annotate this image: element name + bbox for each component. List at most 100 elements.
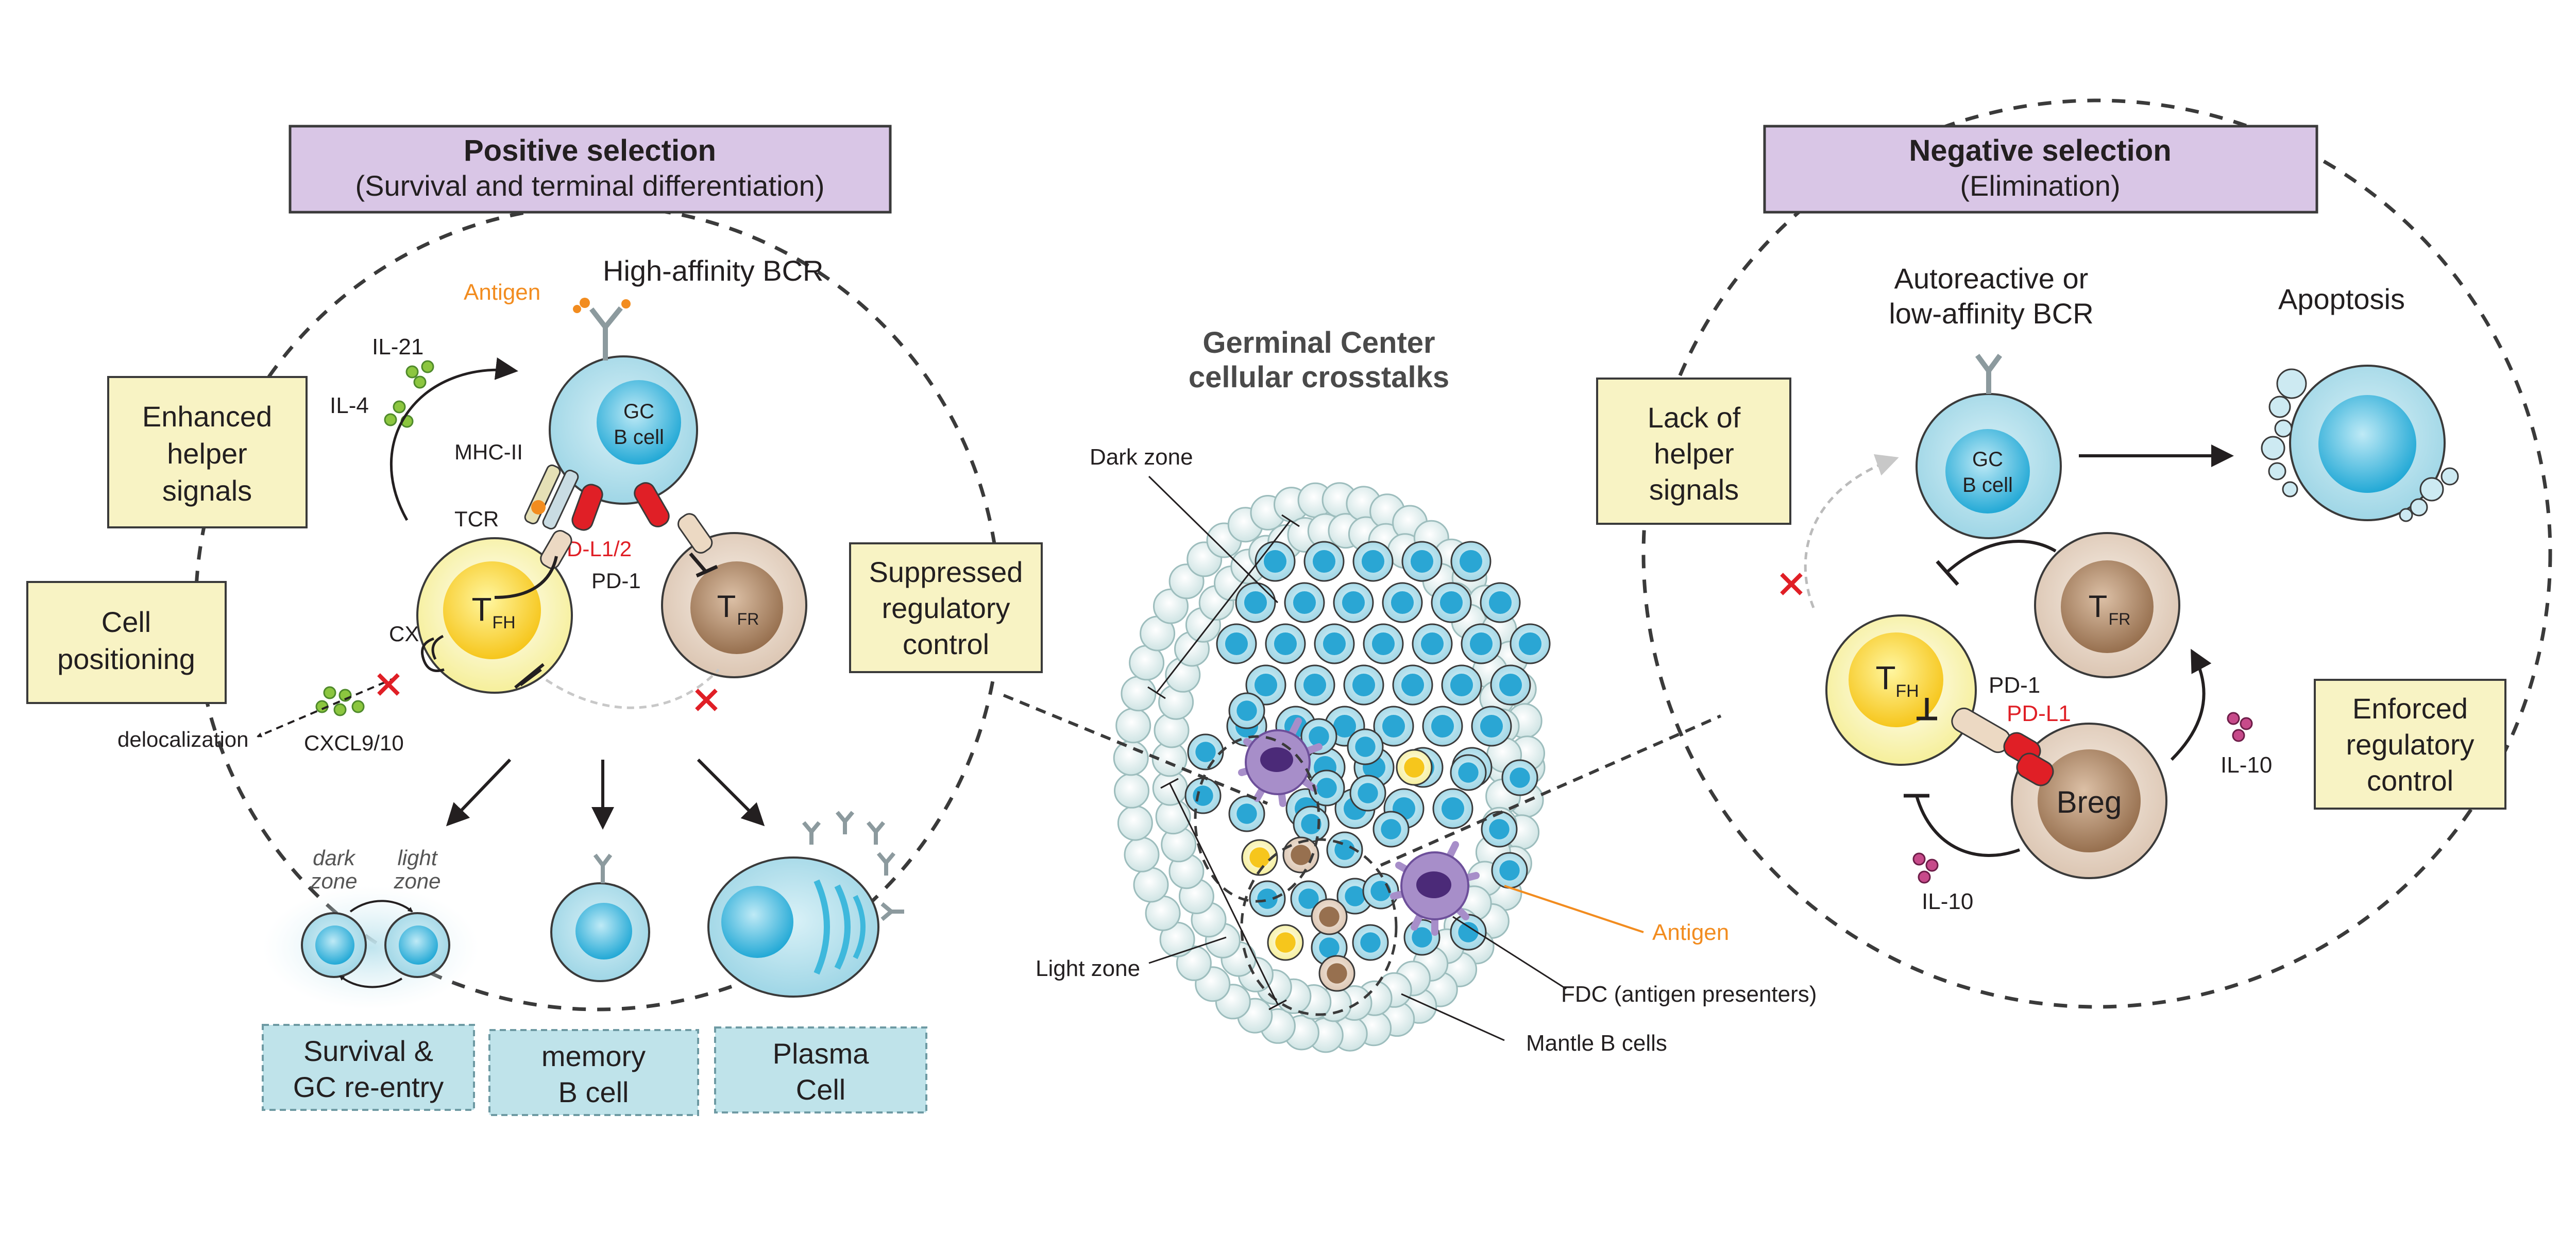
svg-text:FR: FR: [2109, 610, 2131, 628]
il21-dots: [405, 360, 434, 389]
dark-zone-b-cell: [1373, 706, 1414, 747]
il21-label: IL-21: [372, 334, 423, 359]
dark-zone-b-cell: [1461, 623, 1502, 664]
light-zone-b-cell: [1293, 805, 1330, 843]
high-affinity-label: High-affinity BCR: [603, 254, 823, 287]
svg-text:T: T: [717, 589, 736, 624]
enforced-line3: control: [2367, 764, 2453, 797]
gc-b-cell-positive: GC B cell: [549, 355, 698, 505]
suppressed-line1: Suppressed: [869, 556, 1023, 588]
svg-text:Breg: Breg: [2057, 785, 2122, 819]
dark-zone-cells: [1216, 541, 1551, 829]
dark-zone-b-cell: [1510, 623, 1551, 664]
il4-dots: [384, 400, 414, 428]
tfr-cell-negative: T FR: [2034, 532, 2180, 678]
light-zone-b-cell: [1349, 775, 1386, 812]
light-zone-b-cell: [1501, 759, 1538, 796]
suppressed-box: [849, 542, 1043, 673]
dark-zone-b-cell: [1432, 788, 1473, 829]
autoreactive-line1: Autoreactive or: [1894, 262, 2089, 295]
light-zone-small-1: light: [397, 846, 438, 870]
memory-b-cell: [550, 853, 650, 982]
center-title-1: Germinal Center: [1202, 326, 1435, 359]
enforced-box: [2314, 679, 2506, 810]
cytokine-arrow: [390, 357, 518, 521]
cxcl-dots: [315, 686, 365, 716]
cell-pos-line1: Cell: [101, 606, 151, 638]
svg-text:FH: FH: [1895, 681, 1919, 701]
negative-title-box: [1763, 125, 2318, 214]
memory-line1: memory: [541, 1040, 646, 1072]
dark-zone-b-cell: [1412, 623, 1453, 664]
mantle-b-cell: [1121, 676, 1157, 712]
plasma-line2: Cell: [796, 1073, 845, 1106]
light-zone-small-2: zone: [393, 869, 440, 893]
enhanced-line3: signals: [162, 474, 252, 507]
dark-zone-b-cell: [1216, 623, 1257, 664]
enhanced-helper-box: [107, 376, 308, 528]
dark-zone-b-cell: [1314, 623, 1355, 664]
light-zone-b-cell: [1300, 718, 1337, 755]
positive-title: Positive selection: [464, 134, 716, 167]
light-zone-b-cell: [1372, 811, 1410, 848]
tfr-dashed-arrow: [545, 669, 720, 709]
mantle-b-cell: [1124, 836, 1160, 872]
antigen-icon: [573, 298, 631, 313]
dark-zone-b-cell: [1245, 664, 1286, 706]
il10-label-bottom: IL-10: [1922, 889, 1973, 914]
cell-positioning-box: [26, 581, 227, 704]
light-zone-b-cell: [1249, 880, 1286, 917]
mhc2-label: MHC-II: [454, 440, 523, 464]
lack-line3: signals: [1649, 473, 1739, 506]
negative-subtitle: (Elimination): [1960, 169, 2120, 202]
dark-zone-b-cell: [1441, 664, 1482, 706]
svg-text:T: T: [471, 591, 492, 628]
svg-text:FH: FH: [492, 613, 515, 632]
pd1-label: PD-1: [591, 569, 641, 593]
dark-zone-small-1: dark: [313, 846, 356, 870]
svg-text:B cell: B cell: [1962, 474, 2013, 496]
lack-dashed-arrow: [1804, 454, 1899, 608]
pd1-pdl1-synapse: [1951, 707, 2054, 786]
negative-title: Negative selection: [1909, 134, 2171, 167]
negative-selection-panel: Negative selection (Elimination) Autorea…: [1596, 98, 2552, 1009]
light-zone-b-cell: [1228, 795, 1265, 832]
memory-line2: B cell: [558, 1076, 629, 1108]
germinal-center-panel: Germinal Center cellular crosstalks Dark…: [849, 326, 1817, 1056]
delocalization-label: delocalization: [117, 727, 249, 751]
pdl-ligands: [571, 482, 670, 531]
enhanced-line1: Enhanced: [142, 400, 272, 433]
dark-zone-b-cell: [1422, 706, 1463, 747]
dark-zone-b-cell: [1284, 582, 1325, 623]
neg-pdl1-label: PD-L1: [2007, 701, 2071, 726]
gc-b-cell-negative: GC B cell: [1916, 354, 2062, 539]
dark-zone-b-cell: [1382, 582, 1423, 623]
light-zone-b-cell: [1491, 852, 1528, 889]
survival-line1: Survival &: [303, 1035, 433, 1067]
lack-helper-box: [1596, 378, 1791, 525]
light-zone-tfr-cell: [1282, 836, 1319, 873]
negative-boundary: [1641, 98, 2552, 1009]
dark-zone-b-cell: [1343, 664, 1384, 706]
light-zone-b-cell: [1450, 754, 1487, 791]
light-zone-cells: [1184, 692, 1538, 992]
dark-zone-b-cell: [1480, 582, 1521, 623]
plasma-cell: [707, 856, 879, 998]
il10-dots-right: [2227, 712, 2253, 742]
arrow-survival: [446, 758, 512, 827]
mantle-b-cell: [1114, 773, 1149, 809]
mantle-b-cell: [1133, 867, 1169, 903]
dark-zone-b-cell: [1450, 541, 1492, 582]
fdc-cell-2: [1390, 841, 1480, 936]
lack-line1: Lack of: [1648, 401, 1741, 434]
light-zone-b-cell: [1228, 692, 1265, 729]
svg-text:T: T: [1875, 659, 1895, 696]
svg-text:GC: GC: [623, 400, 654, 423]
dark-zone-b-cell: [1392, 664, 1433, 706]
cell-pos-line2: positioning: [57, 643, 195, 675]
tfr-inhibit-line: [1946, 540, 2057, 573]
dark-zone-label: Dark zone: [1090, 444, 1193, 470]
svg-text:FR: FR: [737, 610, 759, 628]
dark-zone-b-cell: [1363, 623, 1404, 664]
fdc-cell-1: [1238, 717, 1323, 807]
